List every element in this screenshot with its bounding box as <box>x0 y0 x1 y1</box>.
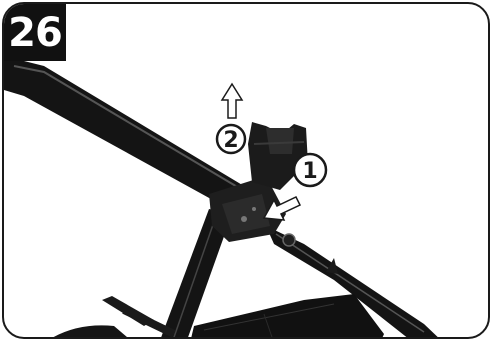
stroller-frame-illustration: 1 2 <box>4 56 438 337</box>
instruction-panel: 1 2 26 <box>2 2 490 339</box>
callout-1-label: 1 <box>302 159 317 184</box>
callout-2-badge <box>215 123 247 155</box>
handle-tube <box>4 56 274 226</box>
arrow-press-icon <box>262 196 302 221</box>
callout-2-label: 2 <box>223 128 238 153</box>
lower-arm <box>266 226 438 337</box>
callout-1-badge <box>292 152 328 188</box>
step-number-badge: 26 <box>4 4 66 61</box>
arrow-up-icon <box>220 82 244 119</box>
basket <box>191 294 384 337</box>
wheel <box>53 325 127 337</box>
